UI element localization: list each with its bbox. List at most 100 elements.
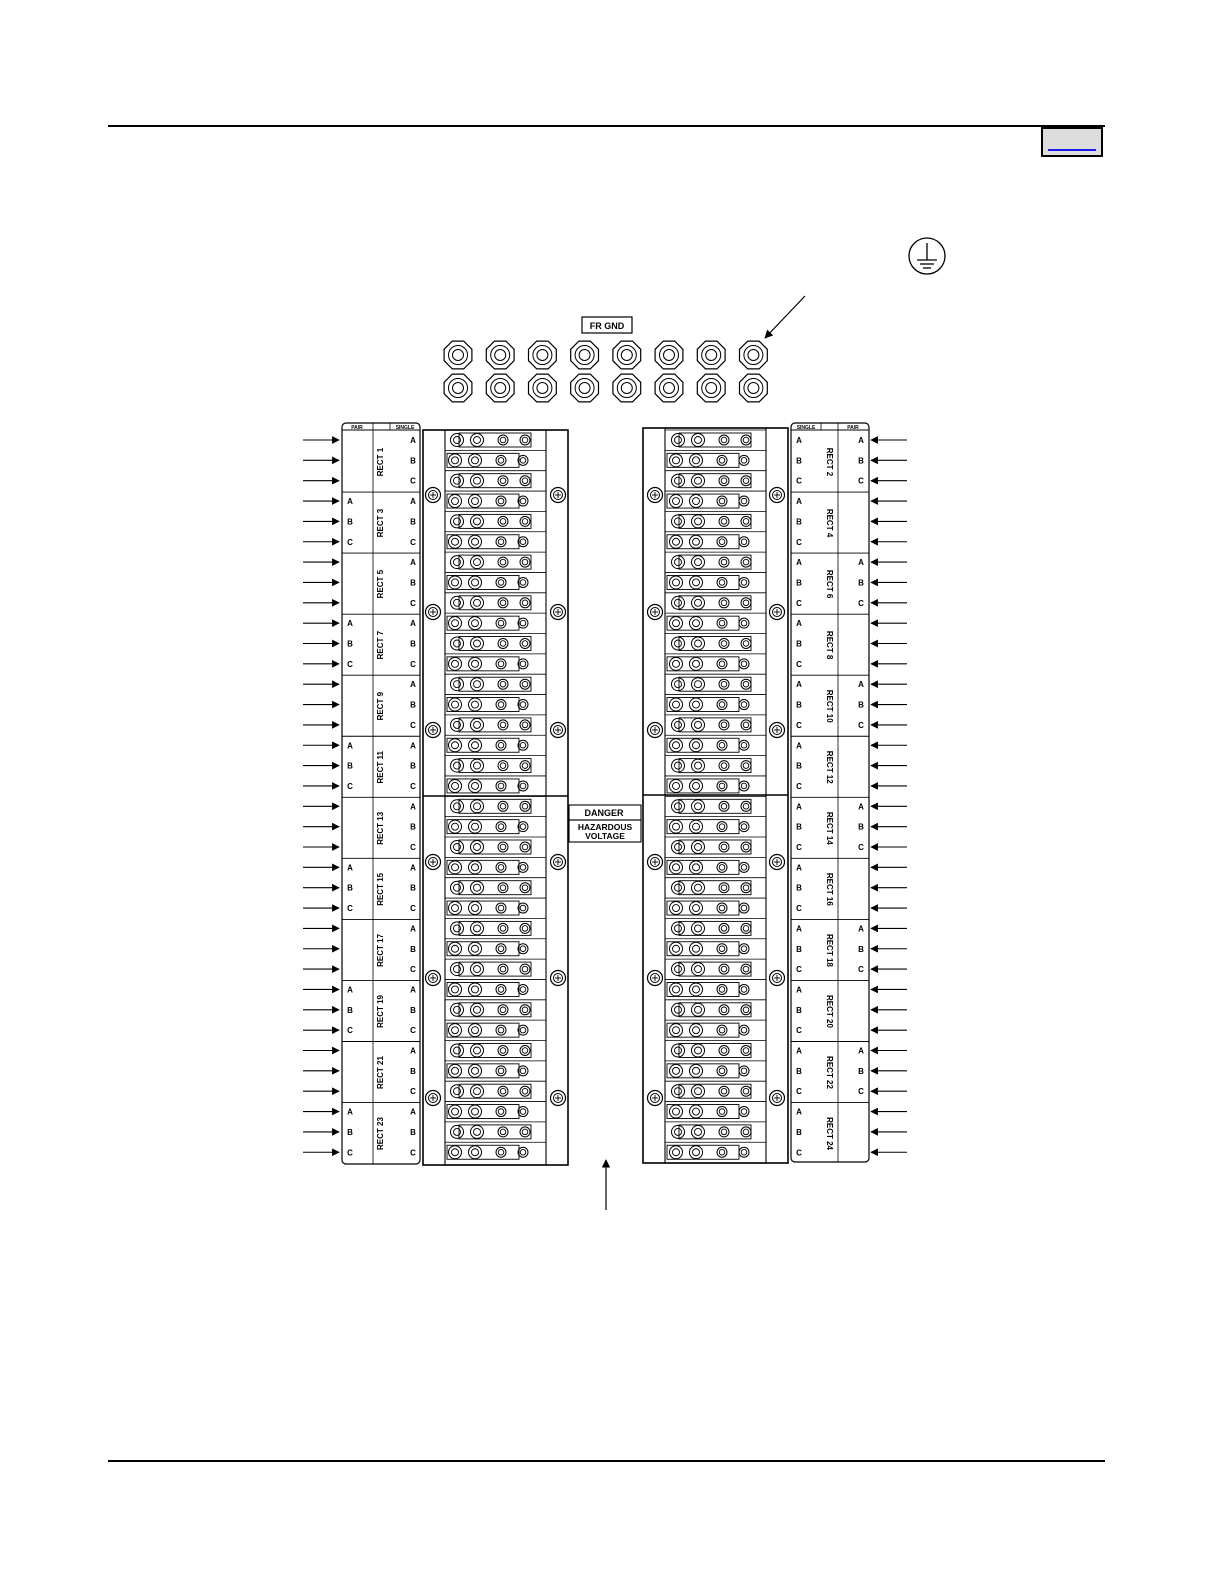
pair-phase-letter: A bbox=[858, 924, 864, 933]
terminal-strip bbox=[446, 941, 520, 957]
single-phase-letter: B bbox=[796, 640, 802, 649]
terminal-row bbox=[665, 1121, 766, 1140]
terminal-screw-head bbox=[742, 1006, 750, 1014]
terminal-strip bbox=[458, 961, 532, 977]
terminal-screw-icon bbox=[450, 758, 464, 773]
terminal-screw-head bbox=[674, 924, 682, 933]
terminal-screw-head bbox=[519, 660, 527, 668]
terminal-screw-head bbox=[499, 1006, 507, 1014]
terminal-screw-icon bbox=[468, 534, 482, 549]
terminal-screw-icon bbox=[740, 719, 752, 731]
terminal-screw-icon bbox=[691, 799, 705, 814]
ground-stud-icon bbox=[485, 340, 515, 370]
terminal-screw-icon bbox=[689, 778, 703, 793]
single-phase-letter: C bbox=[796, 904, 802, 913]
terminal-screw-icon bbox=[519, 1126, 531, 1138]
terminal-screw-head bbox=[694, 924, 702, 933]
terminal-row bbox=[445, 1101, 546, 1120]
terminal-strip bbox=[458, 432, 532, 448]
terminal-screw-icon bbox=[495, 1106, 507, 1118]
mount-screw-icon bbox=[646, 1089, 664, 1107]
terminal-screw-head bbox=[742, 680, 750, 688]
terminal-screw-head bbox=[451, 619, 459, 628]
terminal-screw-icon bbox=[669, 575, 683, 590]
terminal-screw-head bbox=[742, 518, 750, 525]
single-phase-letter: A bbox=[796, 802, 802, 811]
pair-phase-letter: C bbox=[347, 904, 353, 913]
terminal-screw-head bbox=[521, 558, 529, 566]
terminal-screw-icon bbox=[738, 902, 750, 914]
terminal-screw-head bbox=[499, 721, 507, 729]
terminal-screw-icon bbox=[669, 1023, 683, 1038]
terminal-screw-icon bbox=[470, 473, 484, 488]
terminal-screw-head bbox=[718, 701, 726, 708]
terminal-screw-icon bbox=[519, 475, 531, 487]
stud-core bbox=[747, 349, 760, 361]
terminal-screw-head bbox=[672, 985, 680, 994]
terminal-screw-head bbox=[692, 1026, 700, 1035]
page-tab[interactable] bbox=[1041, 127, 1103, 157]
terminal-screw-head bbox=[473, 1046, 481, 1055]
terminal-screw-head bbox=[473, 924, 481, 933]
terminal-strip bbox=[446, 778, 520, 794]
single-phase-letter: C bbox=[410, 843, 416, 852]
terminal-screw-head bbox=[740, 579, 748, 586]
terminal-screw-head bbox=[521, 1087, 529, 1095]
terminal-screw-head bbox=[674, 761, 682, 770]
terminal-screw-head bbox=[674, 558, 682, 567]
stud-outline bbox=[485, 340, 515, 370]
terminal-screw-head bbox=[742, 436, 750, 444]
terminal-screw-icon bbox=[519, 882, 531, 894]
terminal-screw-icon bbox=[468, 819, 482, 834]
terminal-screw-head bbox=[718, 986, 726, 993]
terminal-screw-head bbox=[521, 477, 529, 484]
terminal-strip bbox=[458, 717, 532, 733]
terminal-screw-head bbox=[742, 803, 750, 810]
terminal-row bbox=[445, 755, 546, 774]
terminal-screw-head bbox=[692, 904, 700, 912]
terminal-screw-icon bbox=[517, 780, 529, 792]
terminal-screw-head bbox=[718, 742, 726, 749]
terminal-screw-head bbox=[499, 436, 507, 444]
terminal-screw-head bbox=[499, 803, 507, 810]
terminal-screw-icon bbox=[450, 514, 464, 529]
stud-ring bbox=[743, 378, 764, 398]
mount-screw-inner bbox=[428, 857, 438, 867]
terminal-screw-icon bbox=[689, 738, 703, 753]
mount-screw-outer bbox=[646, 1089, 664, 1107]
mount-screw-outer bbox=[768, 1089, 786, 1107]
pair-phase-letter: A bbox=[858, 1047, 864, 1056]
terminal-screw-icon bbox=[517, 454, 529, 466]
single-phase-letter: C bbox=[410, 660, 416, 669]
terminal-screw-head bbox=[674, 1127, 682, 1136]
terminal-screw-icon bbox=[519, 719, 531, 731]
terminal-screw-icon bbox=[718, 638, 730, 649]
mount-screw-icon bbox=[549, 603, 567, 621]
terminal-blocks bbox=[445, 429, 766, 1160]
terminal-screw-head bbox=[521, 1006, 529, 1014]
terminal-screw-head bbox=[499, 843, 507, 851]
terminal-screw-head bbox=[497, 497, 505, 505]
terminal-screw-head bbox=[672, 1026, 680, 1035]
mount-screw-inner bbox=[772, 725, 782, 735]
terminal-screw-head bbox=[471, 1107, 479, 1116]
terminal-screw-icon bbox=[497, 922, 509, 934]
terminal-screw-head bbox=[521, 1128, 529, 1136]
mount-screw-inner bbox=[553, 1093, 563, 1103]
terminal-screw-head bbox=[720, 1006, 728, 1014]
terminal-screw-head bbox=[473, 1127, 481, 1136]
terminal-screw-icon bbox=[497, 760, 509, 772]
terminal-row bbox=[445, 653, 546, 672]
terminal-screw-icon bbox=[450, 921, 464, 936]
stud-ring bbox=[701, 345, 722, 365]
terminal-screw-head bbox=[519, 1026, 527, 1034]
terminal-screw-head bbox=[451, 537, 459, 546]
ground-stud-icon bbox=[654, 340, 684, 370]
terminal-screw-head bbox=[742, 558, 750, 566]
single-phase-letter: A bbox=[796, 1047, 802, 1056]
terminal-screw-head bbox=[718, 538, 726, 546]
terminal-row bbox=[445, 572, 546, 590]
mount-screw-outer bbox=[768, 969, 786, 987]
pair-phase-letter: C bbox=[347, 538, 353, 547]
terminal-screw-icon bbox=[468, 616, 482, 631]
